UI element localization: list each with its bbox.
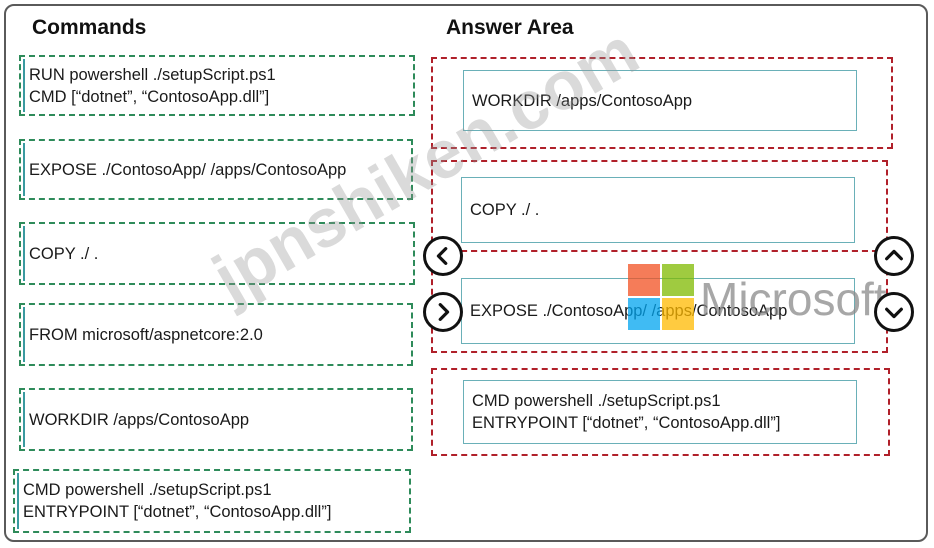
logo-square-red	[628, 264, 660, 296]
command-item-expose[interactable]: EXPOSE ./ContosoApp/ /apps/ContosoApp	[19, 139, 413, 200]
move-up-button[interactable]	[874, 236, 914, 276]
answer-item-workdir[interactable]: WORKDIR /apps/ContosoApp	[463, 70, 857, 131]
answer-drop-zone[interactable]	[431, 57, 893, 149]
command-line: RUN powershell ./setupScript.ps1	[29, 65, 276, 84]
command-item-workdir[interactable]: WORKDIR /apps/ContosoApp	[19, 388, 413, 451]
answer-line: ENTRYPOINT [“dotnet”, “ContosoApp.dll”]	[472, 414, 781, 432]
answer-item-copy[interactable]: COPY ./ .	[461, 177, 855, 243]
answer-drop-zone[interactable]	[431, 368, 890, 456]
command-item-from[interactable]: FROM microsoft/aspnetcore:2.0	[19, 303, 413, 366]
command-item-run-cmd[interactable]: RUN powershell ./setupScript.ps1 CMD [“d…	[19, 55, 415, 116]
command-line: CMD powershell ./setupScript.ps1	[23, 481, 272, 499]
command-line: COPY ./ .	[29, 244, 99, 263]
move-left-button[interactable]	[423, 236, 463, 276]
logo-square-blue	[628, 298, 660, 330]
chevron-right-icon	[438, 303, 450, 321]
answer-line: WORKDIR /apps/ContosoApp	[472, 91, 693, 110]
answer-item-cmd-entrypoint[interactable]: CMD powershell ./setupScript.ps1 ENTRYPO…	[463, 380, 857, 444]
command-item-cmd-entrypoint[interactable]: CMD powershell ./setupScript.ps1 ENTRYPO…	[13, 469, 411, 533]
move-right-button[interactable]	[423, 292, 463, 332]
command-line: WORKDIR /apps/ContosoApp	[29, 410, 250, 429]
command-line: ENTRYPOINT [“dotnet”, “ContosoApp.dll”]	[23, 503, 332, 521]
answer-line: CMD powershell ./setupScript.ps1	[472, 392, 721, 410]
commands-heading: Commands	[32, 16, 147, 39]
answer-line: COPY ./ .	[470, 201, 540, 219]
microsoft-logo-text: Microsoft	[700, 273, 887, 325]
answer-area-heading: Answer Area	[446, 16, 574, 39]
command-item-copy[interactable]: COPY ./ .	[19, 222, 415, 285]
outer-frame	[4, 4, 928, 542]
logo-square-yellow	[662, 298, 694, 330]
command-line: EXPOSE ./ContosoApp/ /apps/ContosoApp	[29, 160, 347, 179]
chevron-down-icon	[885, 307, 903, 319]
move-down-button[interactable]	[874, 292, 914, 332]
command-line: CMD [“dotnet”, “ContosoApp.dll”]	[29, 87, 270, 106]
command-line: FROM microsoft/aspnetcore:2.0	[29, 325, 263, 344]
logo-square-green	[662, 264, 694, 296]
chevron-left-icon	[436, 247, 448, 265]
chevron-up-icon	[885, 249, 903, 261]
